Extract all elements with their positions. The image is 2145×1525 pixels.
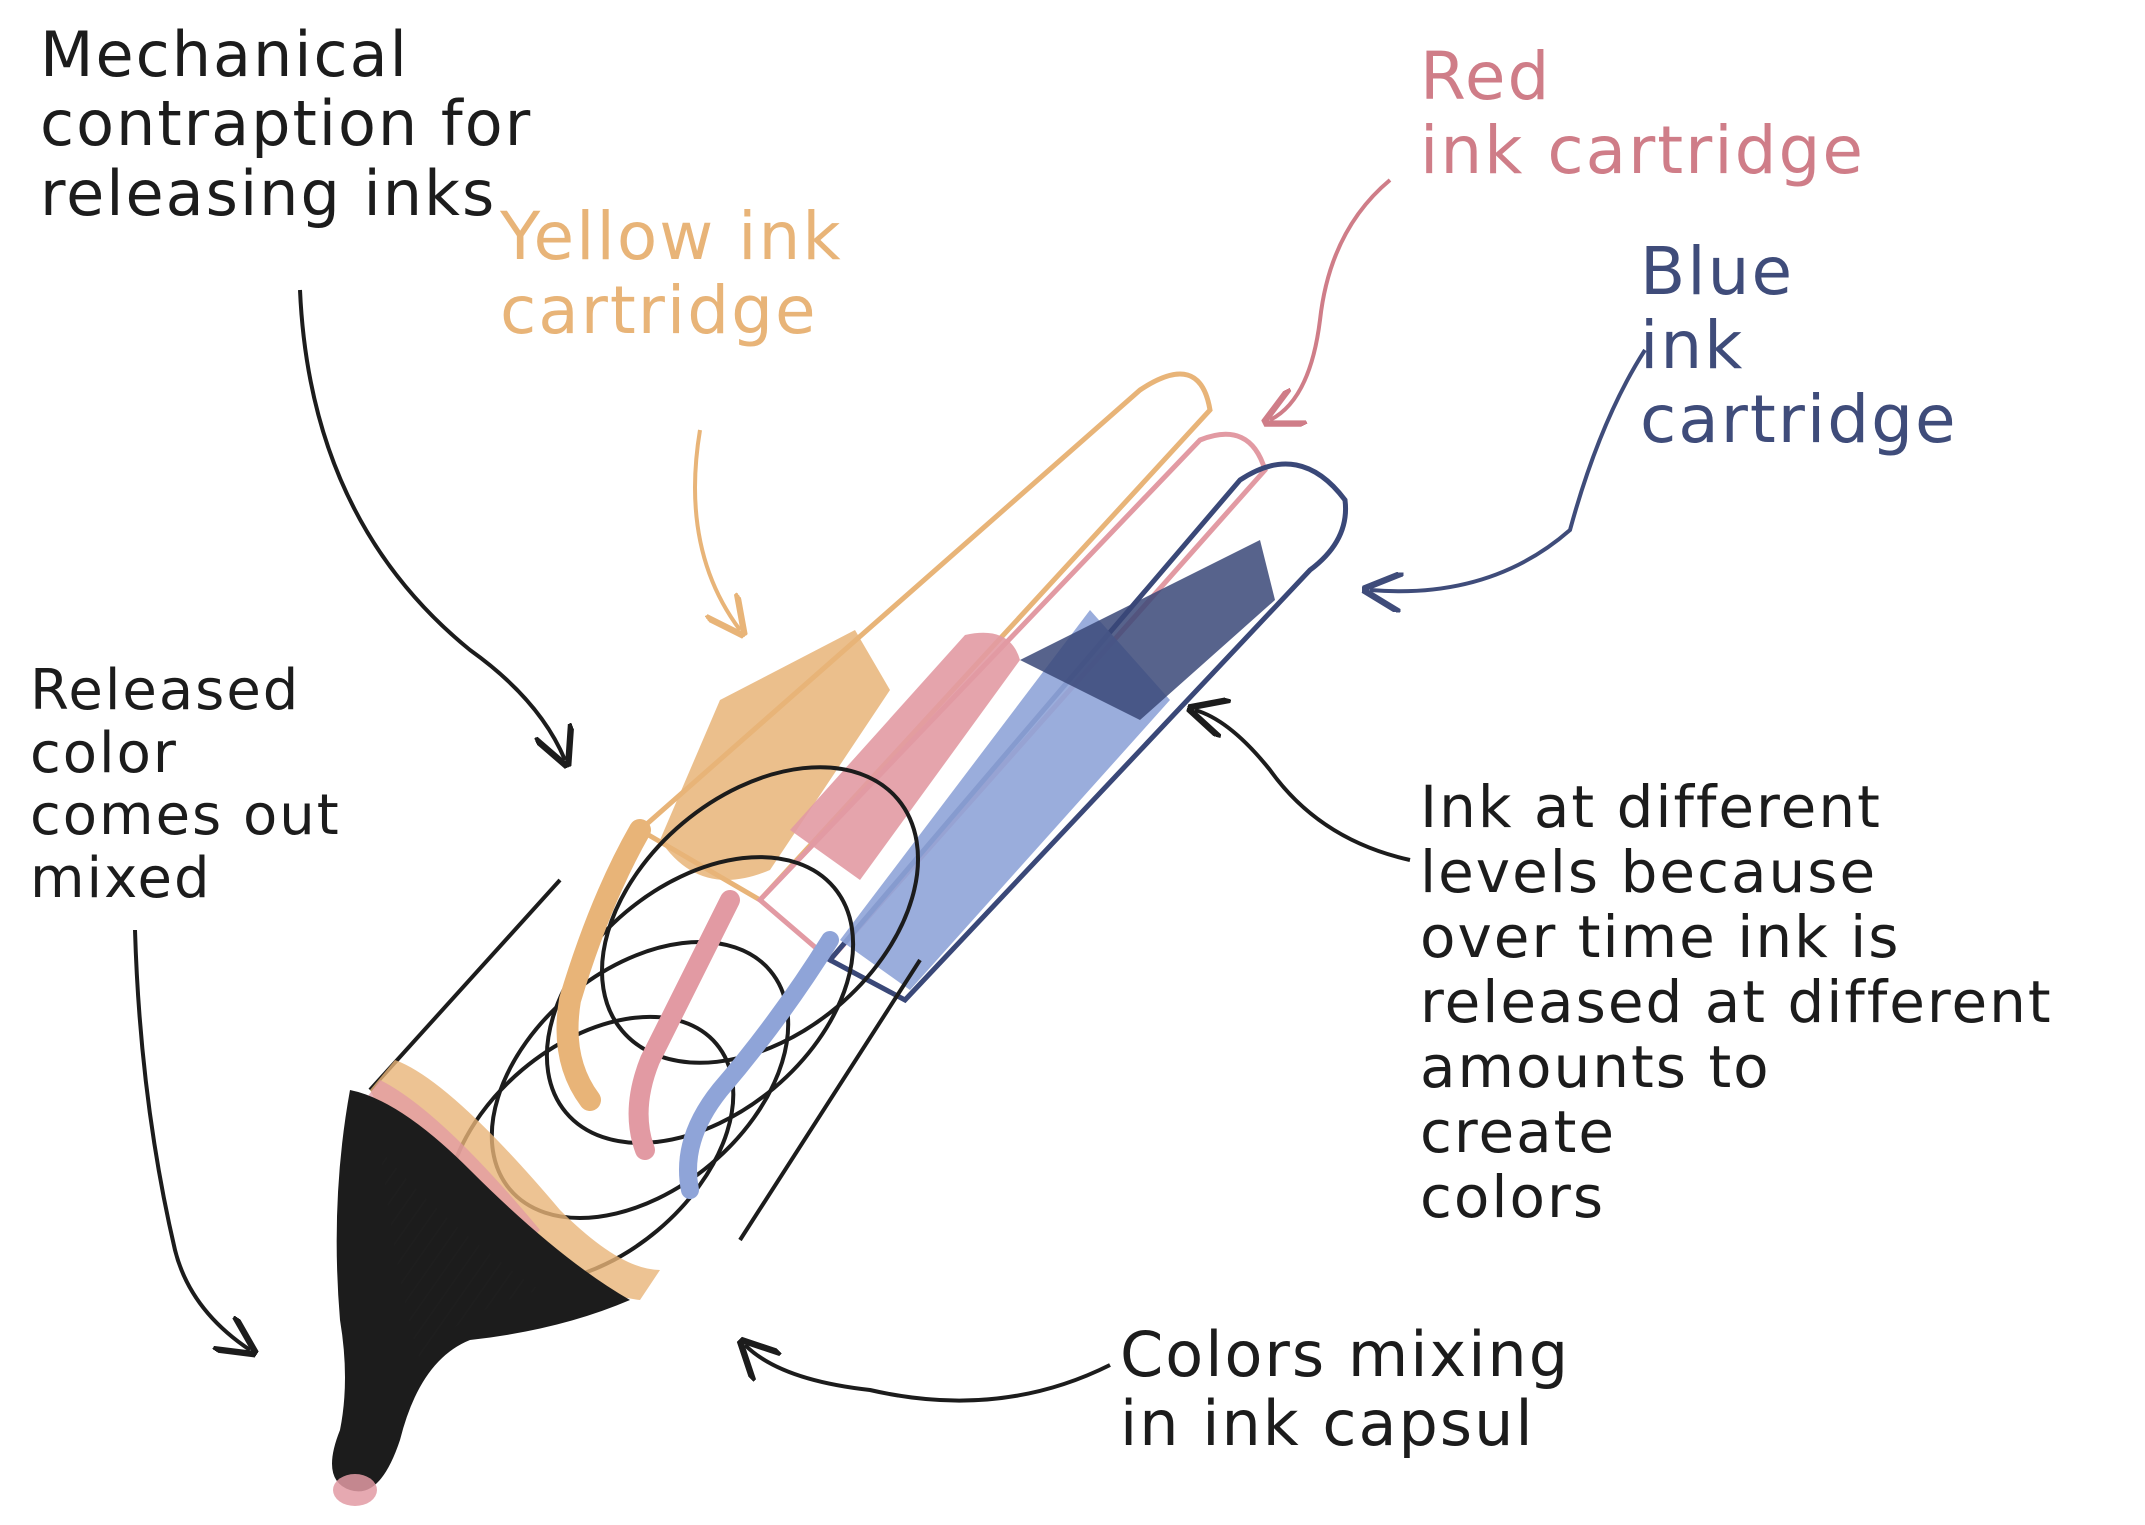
label-colors-mixing: Colors mixing in ink capsul [1120, 1320, 1570, 1459]
label-red-cartridge: Red ink cartridge [1420, 40, 1865, 188]
arrow-yellow [695, 430, 740, 630]
arrow-red [1270, 180, 1390, 420]
arrow-mixing [745, 1345, 1110, 1401]
tip-end [333, 1474, 377, 1506]
label-released-color: Released color comes out mixed [30, 660, 341, 911]
red-drip [639, 900, 730, 1150]
label-ink-levels: Ink at different levels because over tim… [1420, 775, 2053, 1230]
arrow-released [135, 930, 250, 1350]
arrow-levels [1195, 710, 1410, 860]
label-yellow-cartridge: Yellow ink cartridge [500, 200, 843, 348]
label-mechanical-contraption: Mechanical contraption for releasing ink… [40, 20, 532, 228]
blue-drip [688, 940, 830, 1190]
label-blue-cartridge: Blue ink cartridge [1640, 235, 1958, 457]
arrow-blue [1370, 350, 1645, 591]
